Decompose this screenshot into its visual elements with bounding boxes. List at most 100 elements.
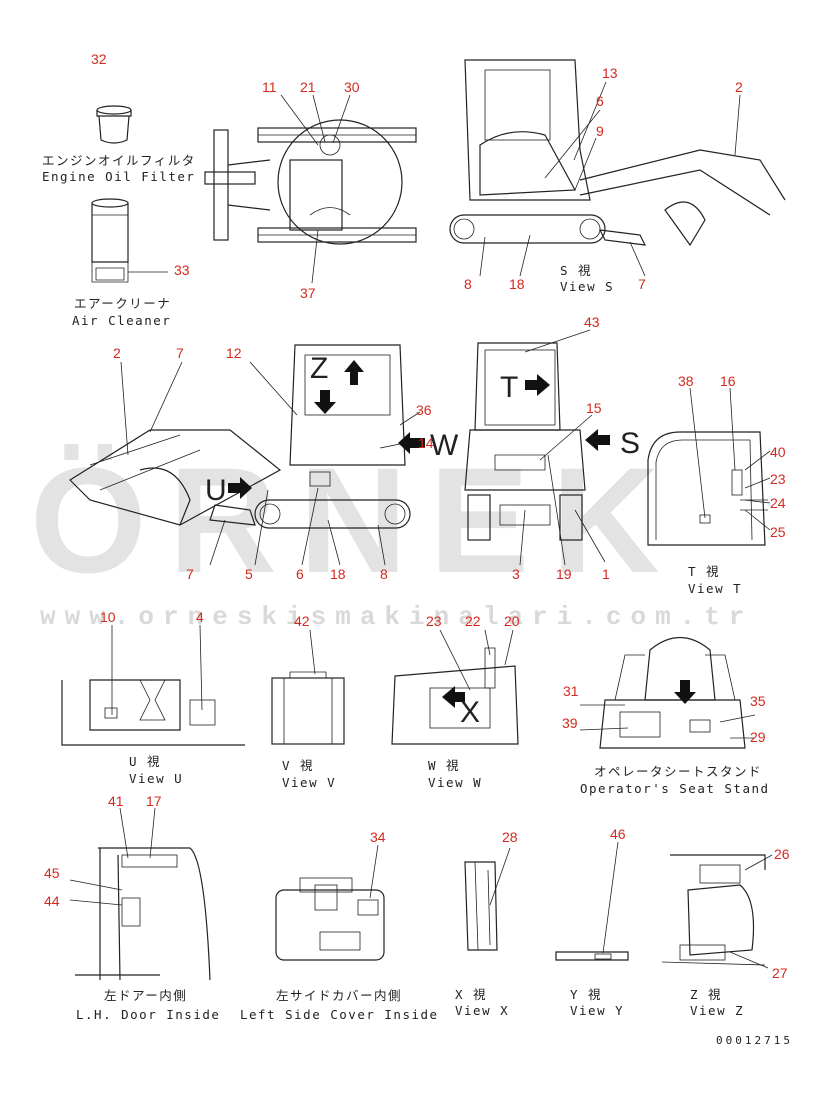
callout-27: 27 xyxy=(772,965,788,981)
callout-17: 17 xyxy=(146,793,162,809)
letter-t: T xyxy=(500,371,518,404)
callout-19: 19 xyxy=(556,566,572,582)
caption-air-cleaner-jp: エアークリーナ xyxy=(74,296,171,311)
letter-s: S xyxy=(620,427,640,460)
caption-seat-stand-en: Operator's Seat Stand xyxy=(580,781,770,796)
letter-z: Z xyxy=(310,352,328,385)
caption-left-cover-en: Left Side Cover Inside xyxy=(240,1007,439,1022)
caption-view-z-jp: Z 視 xyxy=(690,987,722,1002)
callout-8: 8 xyxy=(464,276,472,292)
callout-2b: 2 xyxy=(113,345,121,361)
callout-2: 2 xyxy=(735,79,743,95)
caption-engine-oil-filter-jp: エンジンオイルフィルタ xyxy=(42,153,196,168)
rear-view-drawing xyxy=(464,342,586,541)
left-cover-drawing xyxy=(275,877,385,961)
callout-1: 1 xyxy=(602,566,610,582)
callout-30: 30 xyxy=(344,79,360,95)
callout-11: 11 xyxy=(262,79,277,95)
callout-14: 14 xyxy=(418,435,434,451)
view-u-drawing xyxy=(61,679,245,746)
view-z-drawing xyxy=(661,854,766,966)
callout-40: 40 xyxy=(770,444,786,460)
callout-4: 4 xyxy=(196,609,204,625)
caption-view-v-en: View V xyxy=(282,775,336,790)
callout-21: 21 xyxy=(300,79,316,95)
callout-12: 12 xyxy=(226,345,242,361)
letter-w: W xyxy=(430,429,459,462)
callout-22: 22 xyxy=(465,613,481,629)
letter-u: U xyxy=(205,474,227,507)
caption-seat-stand-jp: オペレータシートスタンド xyxy=(594,764,762,779)
callout-26: 26 xyxy=(774,846,790,862)
caption-view-x-jp: X 視 xyxy=(455,987,487,1002)
callout-43: 43 xyxy=(584,314,600,330)
callout-34: 34 xyxy=(370,829,386,845)
callout-23b: 23 xyxy=(426,613,442,629)
caption-view-t-jp: T 視 xyxy=(688,564,720,579)
caption-lh-door-en: L.H. Door Inside xyxy=(76,1007,220,1022)
callout-28: 28 xyxy=(502,829,518,845)
callout-23: 23 xyxy=(770,471,786,487)
view-s-drawing xyxy=(449,59,786,247)
callout-7c: 7 xyxy=(186,566,194,582)
callout-10: 10 xyxy=(100,609,116,625)
rear-left-view-drawing xyxy=(69,344,411,529)
caption-view-z-en: View Z xyxy=(690,1003,744,1018)
callout-13: 13 xyxy=(602,65,618,81)
callout-38: 38 xyxy=(678,373,694,389)
letter-x: X xyxy=(460,696,480,729)
lh-door-drawing xyxy=(75,847,211,981)
caption-view-y-en: View Y xyxy=(570,1003,624,1018)
callouts: 32 11 21 30 13 2 6 9 33 37 8 18 7 43 2 7… xyxy=(44,51,790,981)
callout-7b: 7 xyxy=(176,345,184,361)
callout-41: 41 xyxy=(108,793,124,809)
caption-view-x-en: View X xyxy=(455,1003,509,1018)
callout-3: 3 xyxy=(512,566,520,582)
callout-8b: 8 xyxy=(380,566,388,582)
callout-37: 37 xyxy=(300,285,316,301)
callout-18: 18 xyxy=(509,276,525,292)
callout-36: 36 xyxy=(416,402,432,418)
caption-view-t-en: View T xyxy=(688,581,742,596)
callout-45: 45 xyxy=(44,865,60,881)
caption-view-s-jp: S 視 xyxy=(560,263,592,278)
caption-view-w-jp: W 視 xyxy=(428,758,460,773)
callout-31: 31 xyxy=(563,683,579,699)
watermark-logo: ÖRNEK xyxy=(30,436,682,604)
caption-left-cover-jp: 左サイドカバー内側 xyxy=(276,988,402,1003)
view-y-drawing xyxy=(555,951,629,961)
caption-view-s-en: View S xyxy=(560,279,614,294)
callout-32: 32 xyxy=(91,51,107,67)
captions: エンジンオイルフィルタ Engine Oil Filter エアークリーナ Ai… xyxy=(42,153,770,1022)
watermark-url: www.orneskismakinalari.com.tr xyxy=(40,602,753,632)
callout-46: 46 xyxy=(610,826,626,842)
caption-view-y-jp: Y 視 xyxy=(570,987,602,1002)
drawing-code: 00012715 xyxy=(716,1034,793,1047)
callout-6b: 6 xyxy=(296,566,304,582)
view-v-drawing xyxy=(271,671,345,745)
seat-stand-drawing xyxy=(599,637,746,749)
air-cleaner-drawing xyxy=(91,198,129,283)
callout-35: 35 xyxy=(750,693,766,709)
view-w-drawing xyxy=(391,647,519,745)
callout-24: 24 xyxy=(770,495,786,511)
caption-air-cleaner-en: Air Cleaner xyxy=(72,313,171,328)
caption-view-w-en: View W xyxy=(428,775,482,790)
callout-39: 39 xyxy=(562,715,578,731)
callout-33: 33 xyxy=(174,262,190,278)
view-arrows-middle xyxy=(228,360,425,499)
caption-view-u-en: View U xyxy=(129,771,183,786)
callout-42: 42 xyxy=(294,613,310,629)
callout-5: 5 xyxy=(245,566,253,582)
callout-9: 9 xyxy=(596,123,604,139)
view-arrows-rear xyxy=(525,374,610,451)
view-t-drawing xyxy=(647,431,768,546)
callout-25: 25 xyxy=(770,524,786,540)
callout-15: 15 xyxy=(586,400,602,416)
callout-7: 7 xyxy=(638,276,646,292)
callout-20: 20 xyxy=(504,613,520,629)
caption-view-u-jp: U 視 xyxy=(129,754,161,769)
callout-44: 44 xyxy=(44,893,60,909)
engine-oil-filter-drawing xyxy=(96,105,132,144)
